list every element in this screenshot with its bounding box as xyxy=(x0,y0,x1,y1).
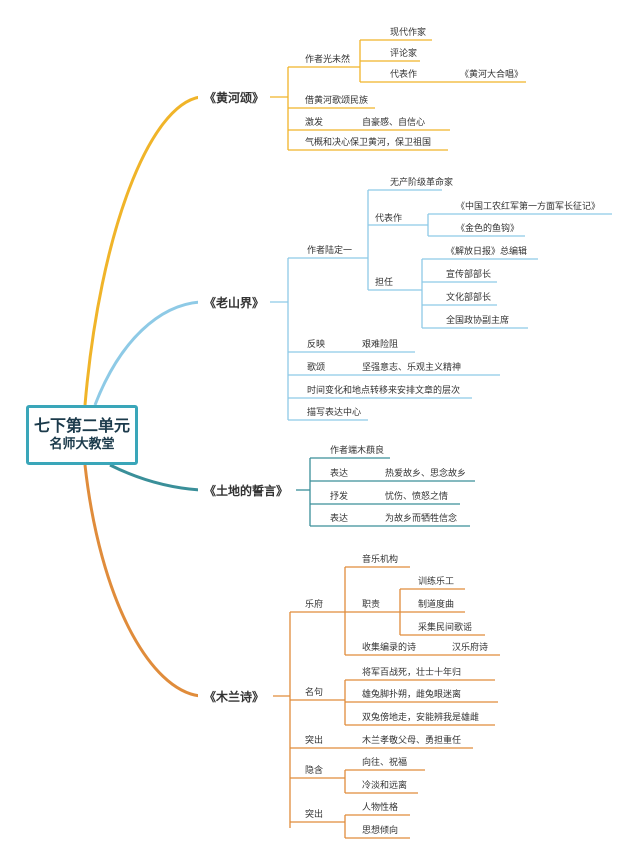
huanghe-author-item: 现代作家 xyxy=(390,28,427,38)
connector-root-laoshanjie xyxy=(93,300,201,406)
tudi-express1-value: 热爱故乡、思念故乡 xyxy=(385,469,467,479)
laoshanjie-work: 《中国工农红军第一方面军长征记》 xyxy=(456,202,601,212)
huanghe-author-item: 评论家 xyxy=(390,49,418,59)
laoshanjie-post: 全国政协副主席 xyxy=(446,316,510,326)
huanghe-masterpiece: 《黄河大合唱》 xyxy=(460,70,524,80)
laoshanjie-posts-label: 担任 xyxy=(375,278,394,288)
huanghe-author-item: 代表作 xyxy=(390,70,418,80)
mulan-duty: 采集民间歌谣 xyxy=(418,623,473,633)
connector-root-huanghe xyxy=(83,95,201,406)
laoshanjie-praise-value: 坚强意志、乐观主义精神 xyxy=(362,363,462,373)
mulan-duty-label: 职责 xyxy=(362,600,381,610)
huanghe-lines xyxy=(268,39,526,151)
mulan-highlight2: 突出 xyxy=(305,810,324,820)
tudi-lines xyxy=(296,457,475,527)
tudi-express2: 表达 xyxy=(330,514,349,524)
connector-root-mulan xyxy=(83,464,201,698)
mulan-duty: 训练乐工 xyxy=(418,577,455,587)
branch-laoshanjie[interactable]: 《老山界》 xyxy=(198,293,271,313)
mulan-implied-value: 向往、祝福 xyxy=(362,758,408,768)
mulan-implied: 隐含 xyxy=(305,766,324,776)
laoshanjie-works-label: 代表作 xyxy=(375,214,403,224)
mulan-music: 音乐机构 xyxy=(362,555,399,565)
mulan-collect: 收集编录的诗 xyxy=(362,643,417,653)
mulan-quote: 双兔傍地走，安能辨我是雄雌 xyxy=(362,713,480,723)
branch-tudi[interactable]: 《土地的誓言》 xyxy=(198,481,295,501)
mulan-yuefu: 乐府 xyxy=(305,600,324,610)
laoshanjie-post: 宣传部部长 xyxy=(446,270,492,280)
mulan-highlight1-value: 木兰孝敬父母、勇担重任 xyxy=(362,736,462,746)
mulan-implied-value: 冷淡和远离 xyxy=(362,781,408,791)
laoshanjie-identity: 无产阶级革命家 xyxy=(390,178,454,188)
mulan-highlight2-value: 思想倾向 xyxy=(362,826,399,836)
tudi-express2-value: 为故乡而牺牲信念 xyxy=(385,514,458,524)
branch-mulan[interactable]: 《木兰诗》 xyxy=(198,687,271,707)
mulan-highlight1: 突出 xyxy=(305,736,324,746)
laoshanjie-reflect-value: 艰难险阻 xyxy=(362,340,399,350)
huanghe-resolve: 气概和决心保卫黄河，保卫祖国 xyxy=(305,138,432,148)
laoshanjie-center: 描写表达中心 xyxy=(307,408,362,418)
mulan-lines xyxy=(273,566,500,839)
mulan-quote: 将军百战死，壮士十年归 xyxy=(362,668,462,678)
laoshanjie-reflect: 反映 xyxy=(307,340,326,350)
mulan-collect-value: 汉乐府诗 xyxy=(452,643,489,653)
tudi-pour: 抒发 xyxy=(330,492,349,502)
laoshanjie-order: 时间变化和地点转移来安排文章的层次 xyxy=(307,386,461,396)
laoshanjie-post: 《解放日报》总编辑 xyxy=(446,247,528,257)
laoshanjie-lines xyxy=(270,189,612,421)
root-subtitle: 名师大教堂 xyxy=(49,437,115,452)
mulan-quote-label: 名句 xyxy=(305,688,324,698)
tudi-express1: 表达 xyxy=(330,469,349,479)
mulan-quote: 雄兔脚扑朔，雌兔眼迷离 xyxy=(362,690,462,700)
root-title: 七下第二单元 xyxy=(33,416,130,435)
huanghe-author: 作者光未然 xyxy=(305,55,351,65)
connector-root-tudi xyxy=(109,463,201,492)
tudi-pour-value: 忧伤、愤怒之情 xyxy=(385,492,449,502)
huanghe-stir-value: 自豪感、自信心 xyxy=(362,118,426,128)
laoshanjie-work: 《金色的鱼钩》 xyxy=(456,224,520,234)
huanghe-praise: 借黄河歌颂民族 xyxy=(305,96,369,106)
root-node[interactable]: 七下第二单元 名师大教堂 xyxy=(26,405,138,465)
laoshanjie-author: 作者陆定一 xyxy=(307,246,353,256)
mulan-duty: 制道度曲 xyxy=(418,600,455,610)
laoshanjie-post: 文化部部长 xyxy=(446,293,492,303)
tudi-author: 作者端木蕻良 xyxy=(330,446,385,456)
branch-huanghe[interactable]: 《黄河颂》 xyxy=(198,88,271,108)
huanghe-stir: 激发 xyxy=(305,118,324,128)
mulan-highlight2-value: 人物性格 xyxy=(362,803,399,813)
laoshanjie-praise: 歌颂 xyxy=(307,363,326,373)
